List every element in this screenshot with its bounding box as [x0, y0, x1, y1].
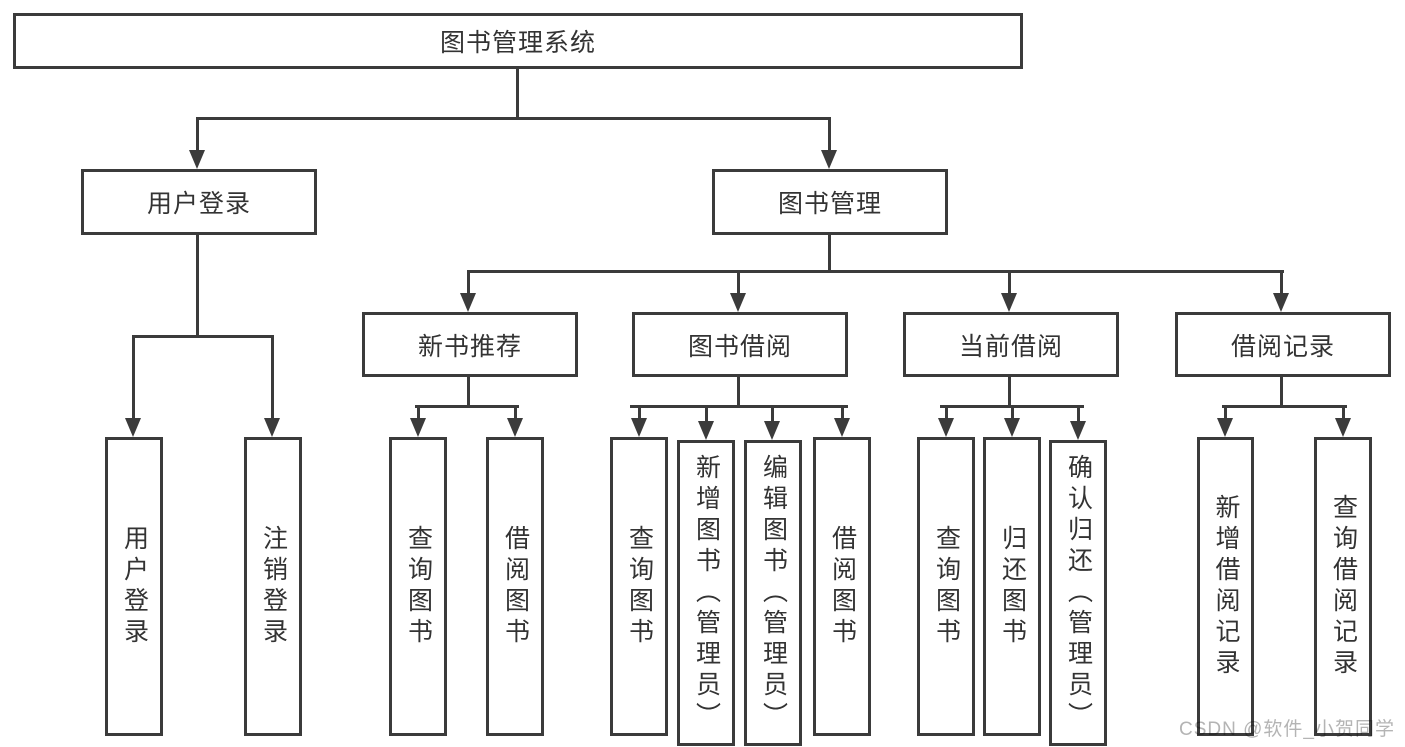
leaf-query-books-3-label: 查询图书 [932, 524, 961, 649]
csdn-watermark: CSDN @软件_小贺同学 [1179, 719, 1395, 740]
arrowhead-down-icon [821, 150, 837, 169]
node-book-management: 图书管理 [712, 169, 948, 235]
connector [1007, 270, 1011, 296]
leaf-borrow-books-1-label: 借阅图书 [501, 524, 530, 649]
connector [827, 117, 831, 153]
node-borrow-records-label: 借阅记录 [1230, 332, 1335, 361]
node-library-system-label: 图书管理系统 [439, 29, 596, 57]
arrowhead-down-icon [507, 418, 523, 437]
leaf-query-books-1-label: 查询图书 [404, 524, 433, 649]
connector [195, 116, 831, 120]
leaf-user-login-label: 用户登录 [120, 524, 149, 649]
connector [1223, 405, 1227, 423]
connector [131, 334, 274, 338]
node-user-login: 用户登录 [81, 169, 317, 235]
connector [515, 69, 519, 120]
leaf-query-books-3: 查询图书 [917, 437, 975, 736]
node-new-book-recommend-label: 新书推荐 [417, 332, 522, 361]
arrowhead-down-icon [460, 293, 476, 312]
node-book-management-label: 图书管理 [777, 190, 882, 218]
leaf-query-books-2-label: 查询图书 [625, 524, 654, 649]
node-user-login-label: 用户登录 [146, 190, 251, 218]
node-library-system: 图书管理系统 [13, 13, 1023, 69]
leaf-add-borrow-record-label: 新增借阅记录 [1212, 493, 1240, 680]
arrowhead-down-icon [1217, 418, 1233, 437]
leaf-add-books-admin-label: 新增图书（管理员） [692, 453, 721, 733]
arrowhead-down-icon [730, 293, 746, 312]
node-current-borrow-label: 当前借阅 [958, 332, 1063, 361]
leaf-edit-books-admin-label: 编辑图书（管理员） [759, 453, 788, 733]
leaf-user-login: 用户登录 [105, 437, 163, 736]
node-borrow-records: 借阅记录 [1175, 312, 1391, 377]
connector [944, 405, 948, 423]
connector [770, 405, 774, 425]
connector [270, 335, 274, 421]
arrowhead-down-icon [631, 418, 647, 437]
connector [513, 405, 517, 423]
leaf-add-borrow-record: 新增借阅记录 [1197, 437, 1254, 736]
connector [1341, 405, 1345, 423]
arrowhead-down-icon [938, 418, 954, 437]
arrowhead-down-icon [1004, 418, 1020, 437]
connector [131, 335, 135, 421]
connector [704, 405, 708, 425]
connector [195, 234, 199, 338]
connector [1010, 405, 1014, 423]
arrowhead-down-icon [764, 421, 780, 440]
node-book-borrow-label: 图书借阅 [687, 332, 792, 361]
connector [1279, 270, 1283, 296]
leaf-logout: 注销登录 [244, 437, 302, 736]
connector [1279, 376, 1283, 408]
arrowhead-down-icon [410, 418, 426, 437]
connector [736, 270, 740, 296]
arrowhead-down-icon [264, 418, 280, 437]
node-current-borrow: 当前借阅 [903, 312, 1119, 377]
connector [1076, 405, 1080, 425]
arrowhead-down-icon [1001, 293, 1017, 312]
connector [827, 234, 831, 273]
leaf-return-books: 归还图书 [983, 437, 1041, 736]
arrowhead-down-icon [834, 418, 850, 437]
leaf-query-borrow-record: 查询借阅记录 [1314, 437, 1372, 736]
connector [414, 404, 519, 408]
connector [416, 405, 420, 423]
connector [466, 270, 470, 296]
node-book-borrow: 图书借阅 [632, 312, 848, 377]
leaf-borrow-books-1: 借阅图书 [486, 437, 544, 736]
leaf-edit-books-admin: 编辑图书（管理员） [744, 440, 802, 746]
leaf-return-books-label: 归还图书 [998, 524, 1027, 649]
arrowhead-down-icon [1070, 421, 1086, 440]
leaf-query-books-1: 查询图书 [389, 437, 447, 736]
connector [466, 376, 470, 408]
connector [1007, 376, 1011, 408]
leaf-confirm-return-admin-label: 确认归还（管理员） [1064, 453, 1093, 733]
leaf-borrow-books-2: 借阅图书 [813, 437, 871, 736]
leaf-logout-label: 注销登录 [259, 524, 288, 649]
node-new-book-recommend: 新书推荐 [362, 312, 578, 377]
arrowhead-down-icon [189, 150, 205, 169]
leaf-query-borrow-record-label: 查询借阅记录 [1329, 493, 1358, 680]
leaf-borrow-books-2-label: 借阅图书 [828, 524, 857, 649]
arrowhead-down-icon [1335, 418, 1351, 437]
arrowhead-down-icon [1273, 293, 1289, 312]
arrowhead-down-icon [698, 421, 714, 440]
connector [195, 117, 199, 153]
connector [840, 405, 844, 423]
arrowhead-down-icon [125, 418, 141, 437]
connector [466, 269, 1284, 273]
connector [736, 376, 740, 408]
connector [1221, 404, 1347, 408]
leaf-add-books-admin: 新增图书（管理员） [677, 440, 735, 746]
leaf-confirm-return-admin: 确认归还（管理员） [1049, 440, 1107, 746]
connector [630, 404, 848, 408]
connector [637, 405, 641, 423]
leaf-query-books-2: 查询图书 [610, 437, 668, 736]
